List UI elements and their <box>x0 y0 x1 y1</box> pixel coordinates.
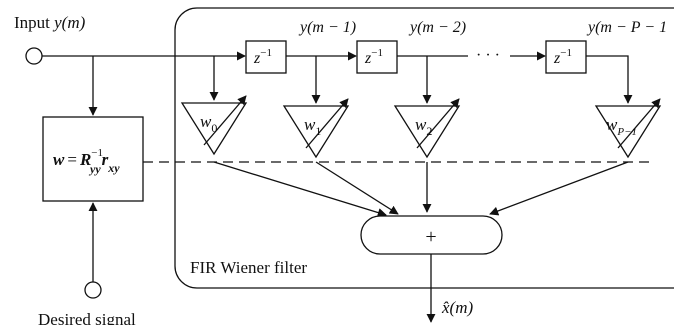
svg-text:w0: w0 <box>200 112 217 135</box>
svg-text:w1: w1 <box>304 115 321 138</box>
delay-block-2 <box>356 40 398 74</box>
delay3-to-wp-line <box>586 55 633 104</box>
fir-filter-container <box>174 7 674 289</box>
w1-to-adder-line <box>315 161 399 215</box>
weight-w0: w0 <box>180 95 248 156</box>
input-node <box>25 47 43 65</box>
tap-3-label: y(m − P − 1 <box>586 19 667 36</box>
delay-2-label: z−1 <box>364 47 383 67</box>
delay-1-label: z−1 <box>253 47 272 67</box>
delay-3-label: z−1 <box>553 47 572 67</box>
wiener-solver-block <box>42 116 144 202</box>
ellipsis: · · · <box>476 47 500 64</box>
w0-to-adder-line <box>213 161 387 217</box>
desired-signal-label: Desired signal <box>38 310 136 325</box>
weight-wp-1: wP−1 <box>594 98 662 159</box>
summation-label: + <box>425 226 436 248</box>
input-label: Input y(m) <box>14 13 86 32</box>
wp-to-adder-line <box>489 161 629 216</box>
weight-w2: w2 <box>393 98 461 159</box>
delay-block-1 <box>245 40 287 74</box>
desired-signal-node <box>84 281 102 299</box>
delay-block-3 <box>545 40 587 74</box>
fir-filter-label: FIR Wiener filter <box>190 258 307 277</box>
weight-w1: w1 <box>282 98 350 159</box>
tap-1-label: y(m − 1) <box>298 19 356 36</box>
output-label: x̂(m) <box>441 298 473 317</box>
svg-text:w2: w2 <box>415 115 432 138</box>
tap-2-label: y(m − 2) <box>408 19 466 36</box>
svg-text:wP−1: wP−1 <box>606 115 637 138</box>
